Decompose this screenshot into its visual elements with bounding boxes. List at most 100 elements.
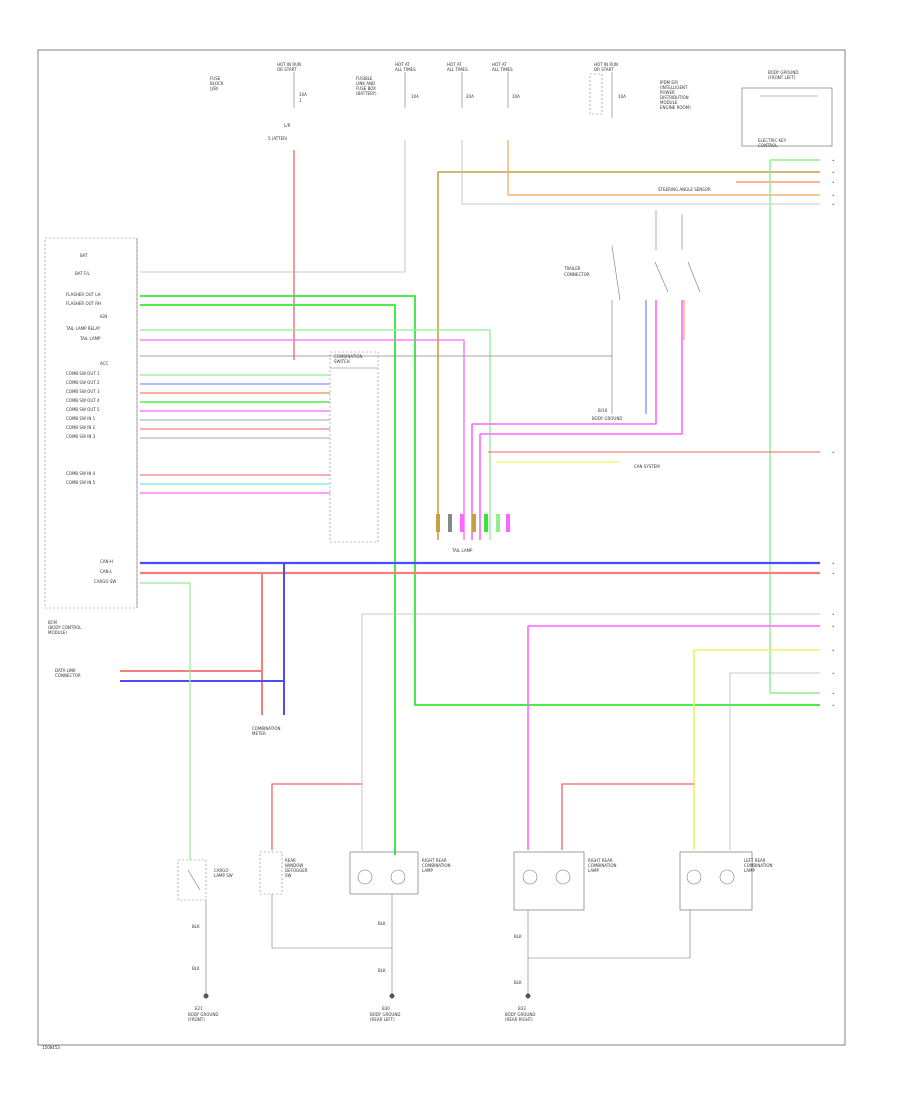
edge-connector-mark: • xyxy=(832,180,834,185)
svg-text:10A: 10A xyxy=(411,94,419,99)
svg-text:LEFT REAR: LEFT REAR xyxy=(744,858,766,863)
svg-text:COMB SW OUT 3: COMB SW OUT 3 xyxy=(66,389,100,394)
svg-text:COMB SW IN 1: COMB SW IN 1 xyxy=(66,416,96,421)
svg-text:COMB SW OUT 5: COMB SW OUT 5 xyxy=(66,407,100,412)
svg-text:WINDOW: WINDOW xyxy=(285,863,303,868)
svg-text:FUSE: FUSE xyxy=(210,76,221,81)
svg-text:CAN-H: CAN-H xyxy=(100,559,113,564)
svg-text:20A: 20A xyxy=(466,94,474,99)
svg-text:(BATTERY): (BATTERY) xyxy=(356,91,377,96)
wire-tan-main xyxy=(437,171,820,540)
tail-connector-pin xyxy=(436,514,440,532)
wire-red-rear1 xyxy=(271,783,362,850)
svg-text:HOT AT: HOT AT xyxy=(447,62,462,67)
svg-text:IGN: IGN xyxy=(100,314,107,319)
svg-text:10A: 10A xyxy=(299,92,307,97)
edge-connector-mark: • xyxy=(832,561,834,566)
svg-text:TAIL LAMP: TAIL LAMP xyxy=(79,336,101,341)
svg-text:CAN-L: CAN-L xyxy=(100,569,113,574)
wire-pink-right xyxy=(479,300,683,540)
svg-text:FUSIBLE: FUSIBLE xyxy=(356,76,373,81)
wire-green-rh xyxy=(140,304,396,855)
wire-yellow-lamp xyxy=(693,649,820,850)
svg-text:B33: B33 xyxy=(518,1006,526,1011)
svg-text:BLOCK: BLOCK xyxy=(210,81,224,86)
svg-text:BODY GROUND: BODY GROUND xyxy=(768,70,798,75)
svg-text:SWITCH: SWITCH xyxy=(334,359,350,364)
tail-lamp-label: TAIL LAMP xyxy=(451,548,473,553)
svg-text:FUSE BOX: FUSE BOX xyxy=(356,86,376,91)
svg-text:ENGINE ROOM): ENGINE ROOM) xyxy=(660,105,691,110)
fuse-block-hot-all-1: HOT AT ALL TIMES FUSIBLE LINK AND FUSE B… xyxy=(356,62,419,108)
svg-text:COMB SW IN 2: COMB SW IN 2 xyxy=(66,425,96,430)
svg-text:(FRONT LEFT): (FRONT LEFT) xyxy=(768,75,796,80)
svg-text:RIGHT REAR: RIGHT REAR xyxy=(588,858,613,863)
svg-text:5 (ATTER): 5 (ATTER) xyxy=(268,136,288,141)
combination-switch-label: COMBINATION xyxy=(334,354,363,359)
tail-connector-pin xyxy=(496,514,500,532)
svg-text:CONNECTOR: CONNECTOR xyxy=(55,673,81,678)
svg-text:LAMP: LAMP xyxy=(588,868,600,873)
right-rear-combination-lamp-2: RIGHT REAR COMBINATION LAMP BLK BLK B33 … xyxy=(505,851,690,1022)
svg-text:CONTROL: CONTROL xyxy=(758,143,778,148)
svg-text:ACC: ACC xyxy=(100,361,108,366)
combination-switch-box xyxy=(329,351,379,543)
svg-text:BLK: BLK xyxy=(192,966,200,971)
svg-text:COMBINATION: COMBINATION xyxy=(422,863,451,868)
svg-text:(FRONT): (FRONT) xyxy=(188,1017,205,1022)
wire-orange xyxy=(507,140,820,196)
svg-text:IPDM E/R: IPDM E/R xyxy=(660,80,678,85)
tail-connector-pin xyxy=(484,514,488,532)
svg-text:MODULE): MODULE) xyxy=(48,630,67,635)
svg-text:HOT AT: HOT AT xyxy=(395,62,410,67)
svg-text:COMB SW OUT 4: COMB SW OUT 4 xyxy=(66,398,100,403)
svg-text:COMBINATION: COMBINATION xyxy=(588,863,617,868)
svg-text:B/10: B/10 xyxy=(598,408,608,413)
top-right-module: BODY GROUND (FRONT LEFT) ELECTRIC KEY CO… xyxy=(741,70,833,148)
svg-text:COMBINATION: COMBINATION xyxy=(744,863,773,868)
svg-text:LAMP SW: LAMP SW xyxy=(214,873,233,878)
svg-text:CARGO SW: CARGO SW xyxy=(94,579,116,584)
right-edge-connectors: •••••••••••••• xyxy=(832,158,834,708)
svg-text:10A: 10A xyxy=(618,94,626,99)
svg-text:POWER: POWER xyxy=(660,90,675,95)
tail-connector-pin xyxy=(460,514,464,532)
svg-text:TRAILER: TRAILER xyxy=(563,266,581,271)
fuse-block-hot-all-2: HOT AT ALL TIMES 20A xyxy=(447,62,474,108)
svg-text:REAR: REAR xyxy=(285,858,296,863)
svg-text:(J/B): (J/B) xyxy=(210,86,219,91)
svg-text:COMB SW OUT 2: COMB SW OUT 2 xyxy=(66,380,100,385)
svg-text:(REAR RIGHT): (REAR RIGHT) xyxy=(505,1017,533,1022)
svg-text:MODULE: MODULE xyxy=(660,100,678,105)
svg-text:HOT AT: HOT AT xyxy=(492,62,507,67)
wire-pink-lamp xyxy=(527,625,820,850)
wire-gray-bat xyxy=(140,140,406,273)
edge-connector-mark: • xyxy=(832,450,834,455)
svg-text:LAMP: LAMP xyxy=(422,868,434,873)
svg-text:L/R: L/R xyxy=(284,123,291,128)
right-rear-combination-lamp-1: RIGHT REAR COMBINATION LAMP BLK BLK B30 … xyxy=(349,851,451,1022)
svg-text:ALL TIMES: ALL TIMES xyxy=(395,67,416,72)
edge-connector-mark: • xyxy=(832,703,834,708)
edge-connector-mark: • xyxy=(832,170,834,175)
svg-text:CARGO: CARGO xyxy=(214,868,229,873)
svg-text:COMB SW OUT 1: COMB SW OUT 1 xyxy=(66,371,100,376)
cargo-lamp-switch: CARGO LAMP SW BLK BLK E21 BODY GROUND (F… xyxy=(177,859,233,1022)
svg-text:OR START: OR START xyxy=(594,67,614,72)
svg-text:DISTRIBUTION: DISTRIBUTION xyxy=(660,95,689,100)
wire-gray-mid xyxy=(461,140,820,205)
svg-text:BLK: BLK xyxy=(514,934,522,939)
wire-red-rear2 xyxy=(561,783,694,850)
trailer-switch-area: TRAILER CONNECTOR B/10 BODY GROUND xyxy=(563,210,701,421)
svg-text:B30: B30 xyxy=(382,1006,390,1011)
svg-text:FLASHER OUT LH: FLASHER OUT LH xyxy=(66,292,101,297)
svg-text:HOT IN RUN: HOT IN RUN xyxy=(277,62,301,67)
svg-text:COMB SW IN 5: COMB SW IN 5 xyxy=(66,480,96,485)
svg-text:DEFOGGER: DEFOGGER xyxy=(285,868,308,873)
wire-lightgreen-tail xyxy=(140,329,491,540)
steering-angle-label: STEERING ANGLE SENSOR xyxy=(658,187,711,192)
svg-text:ALL TIMES: ALL TIMES xyxy=(492,67,513,72)
edge-connector-mark: • xyxy=(832,158,834,163)
fuse-block-hot-run: HOT IN RUN OR START FUSE BLOCK (J/B) 10A… xyxy=(210,62,307,141)
